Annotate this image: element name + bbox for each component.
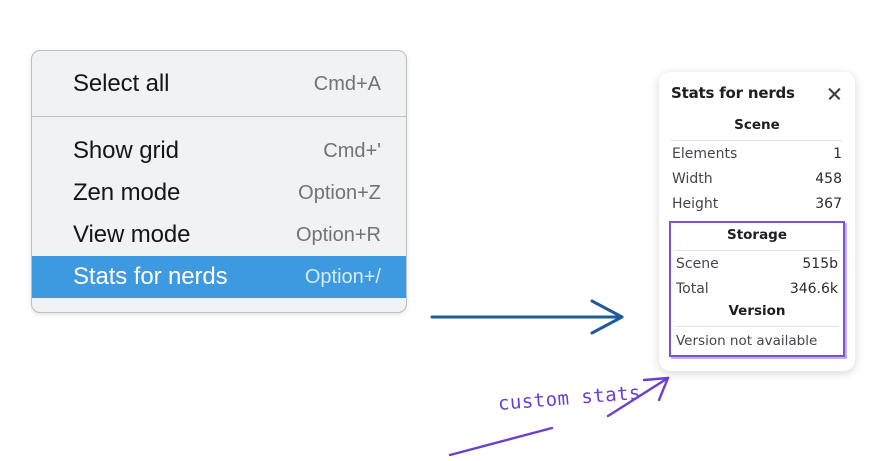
section-storage: Storage Scene 515b Total 346.6k [674, 225, 840, 301]
custom-stats-annotation-label: custom stats [497, 381, 642, 415]
section-divider [671, 140, 843, 141]
section-divider [675, 250, 839, 251]
menu-item-label: Select all [73, 70, 170, 97]
stat-label: Total [676, 281, 709, 297]
menu-group-secondary: Show grid Cmd+' Zen mode Option+Z View m… [32, 117, 406, 298]
menu-item-label: View mode [73, 221, 191, 248]
menu-item-shortcut: Cmd+' [323, 139, 381, 162]
menu-item-select-all[interactable]: Select all Cmd+A [32, 63, 406, 105]
menu-item-view-mode[interactable]: View mode Option+R [32, 214, 406, 256]
stat-value: 367 [815, 196, 842, 212]
custom-stats-highlight-box: Storage Scene 515b Total 346.6k Version … [669, 221, 845, 357]
stat-value: 346.6k [789, 281, 838, 297]
close-icon[interactable] [826, 85, 843, 102]
stat-label: Scene [676, 256, 719, 272]
context-menu: Select all Cmd+A Show grid Cmd+' Zen mod… [31, 50, 407, 313]
stat-value: 1 [833, 146, 842, 162]
stat-row-height: Height 367 [670, 191, 844, 216]
section-divider [675, 326, 839, 327]
menu-item-label: Stats for nerds [73, 263, 228, 290]
menu-item-show-grid[interactable]: Show grid Cmd+' [32, 130, 406, 172]
menu-separator [32, 116, 406, 117]
section-heading: Scene [734, 117, 780, 133]
panel-header: Stats for nerds [670, 84, 844, 102]
stat-label: Elements [672, 146, 738, 162]
annotation-stroke [448, 426, 554, 457]
stats-for-nerds-panel: Stats for nerds Scene Elements 1 Width 4… [659, 72, 855, 371]
menu-item-zen-mode[interactable]: Zen mode Option+Z [32, 172, 406, 214]
section-scene: Scene Elements 1 Width 458 Height 367 [670, 115, 844, 216]
menu-item-stats-for-nerds[interactable]: Stats for nerds Option+/ [32, 256, 406, 298]
section-heading: Version [728, 303, 786, 319]
panel-title: Stats for nerds [671, 84, 795, 102]
menu-item-shortcut: Option+Z [298, 181, 381, 204]
menu-item-shortcut: Option+R [295, 223, 381, 246]
stat-label: Width [672, 171, 713, 187]
stat-row-storage-total: Total 346.6k [674, 276, 840, 301]
stat-row-storage-scene: Scene 515b [674, 251, 840, 276]
stat-value: 458 [815, 171, 842, 187]
arrow-right-icon [430, 299, 624, 335]
section-heading: Storage [726, 227, 788, 243]
stat-row-elements: Elements 1 [670, 141, 844, 166]
menu-item-shortcut: Cmd+A [313, 72, 381, 95]
menu-item-label: Zen mode [73, 179, 181, 206]
section-version: Version Version not available [674, 301, 840, 351]
menu-group-primary: Select all Cmd+A [32, 51, 406, 116]
stat-row-width: Width 458 [670, 166, 844, 191]
stat-label: Height [672, 196, 719, 212]
menu-item-label: Show grid [73, 137, 179, 164]
menu-item-shortcut: Option+/ [304, 265, 381, 288]
stat-value: 515b [802, 256, 838, 272]
version-note: Version not available [676, 333, 818, 349]
